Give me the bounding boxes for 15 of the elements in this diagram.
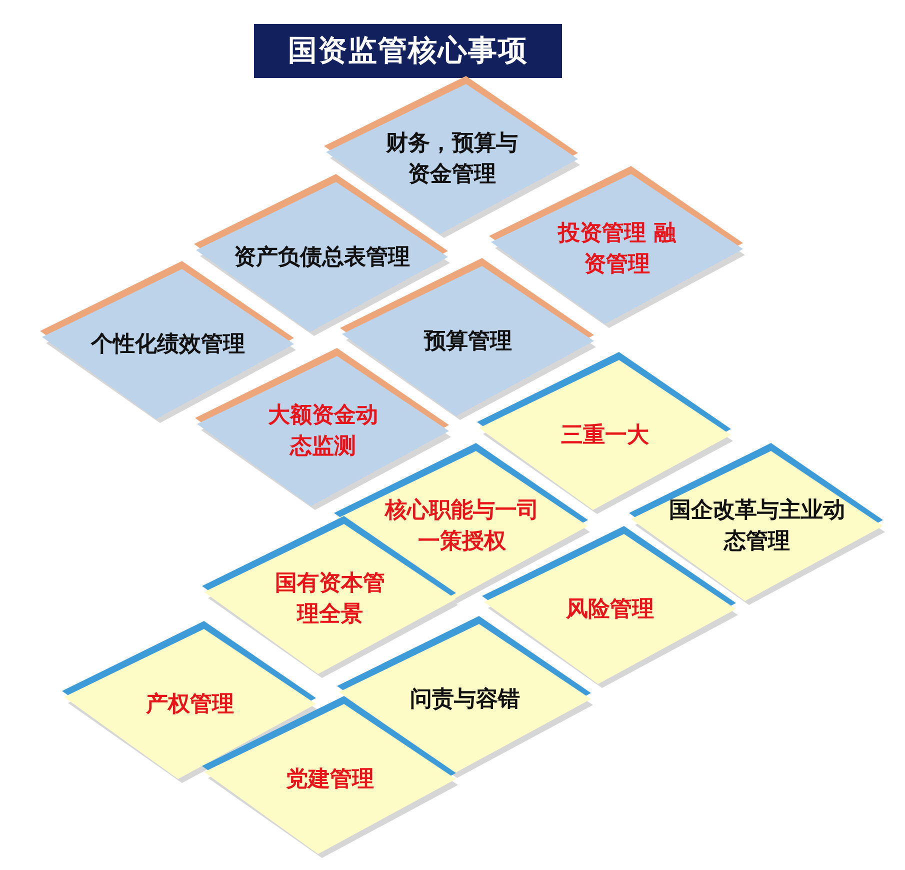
tile-label: 产权管理 (146, 690, 234, 719)
tile-label: 三重一大 (561, 422, 649, 450)
tile-label: 资产负债总表管理 (234, 244, 410, 272)
tile-label: 大额资金动态监测 (267, 402, 379, 461)
tile-label: 预算管理 (424, 328, 512, 356)
title-banner: 国资监管核心事项 (254, 24, 562, 78)
tile-label: 个性化绩效管理 (91, 330, 245, 359)
tile-label: 党建管理 (286, 766, 374, 794)
tile-label: 问责与容错 (410, 686, 520, 714)
tile-label: 风险管理 (566, 596, 654, 624)
tile-label: 国企改革与主业动态管理 (668, 496, 846, 556)
tile-label: 国有资本管理全景 (274, 570, 386, 629)
tile-label: 财务，预算与资金管理 (385, 130, 519, 189)
tile-label: 核心职能与一司一策授权 (383, 496, 540, 556)
tile-label: 投资管理 融资管理 (556, 220, 677, 279)
